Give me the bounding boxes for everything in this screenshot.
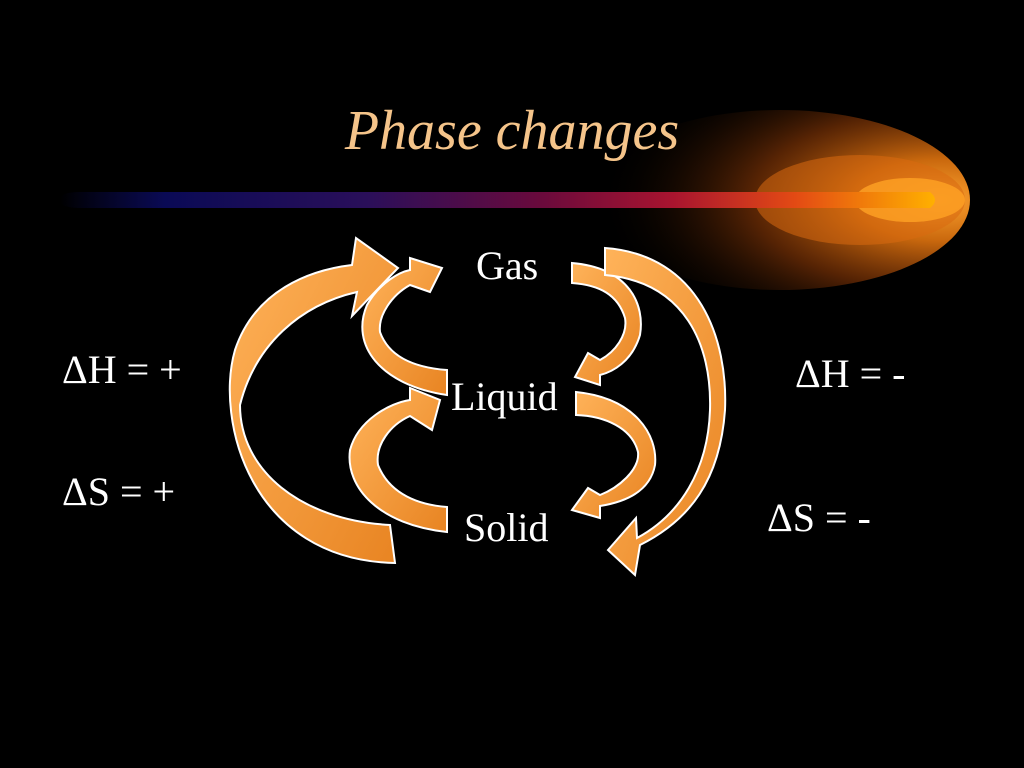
enthalpy-positive-label: ΔH = + [62,347,182,392]
state-liquid-label: Liquid [451,374,558,419]
arrow-liquid-to-gas [361,256,448,397]
arrow-gas-to-solid [604,246,727,577]
arrow-liquid-to-solid [570,390,657,520]
state-solid-label: Solid [464,505,549,550]
arrow-solid-to-liquid [348,386,448,534]
arrow-gas-to-liquid [571,261,642,387]
arrow-solid-to-gas [228,236,400,565]
entropy-negative-label: ΔS = - [767,495,871,540]
state-gas-label: Gas [476,243,539,288]
enthalpy-negative-label: ΔH = - [795,351,906,396]
entropy-positive-label: ΔS = + [62,469,176,514]
slide-title: Phase changes [344,100,680,162]
gradient-streak [60,192,935,208]
